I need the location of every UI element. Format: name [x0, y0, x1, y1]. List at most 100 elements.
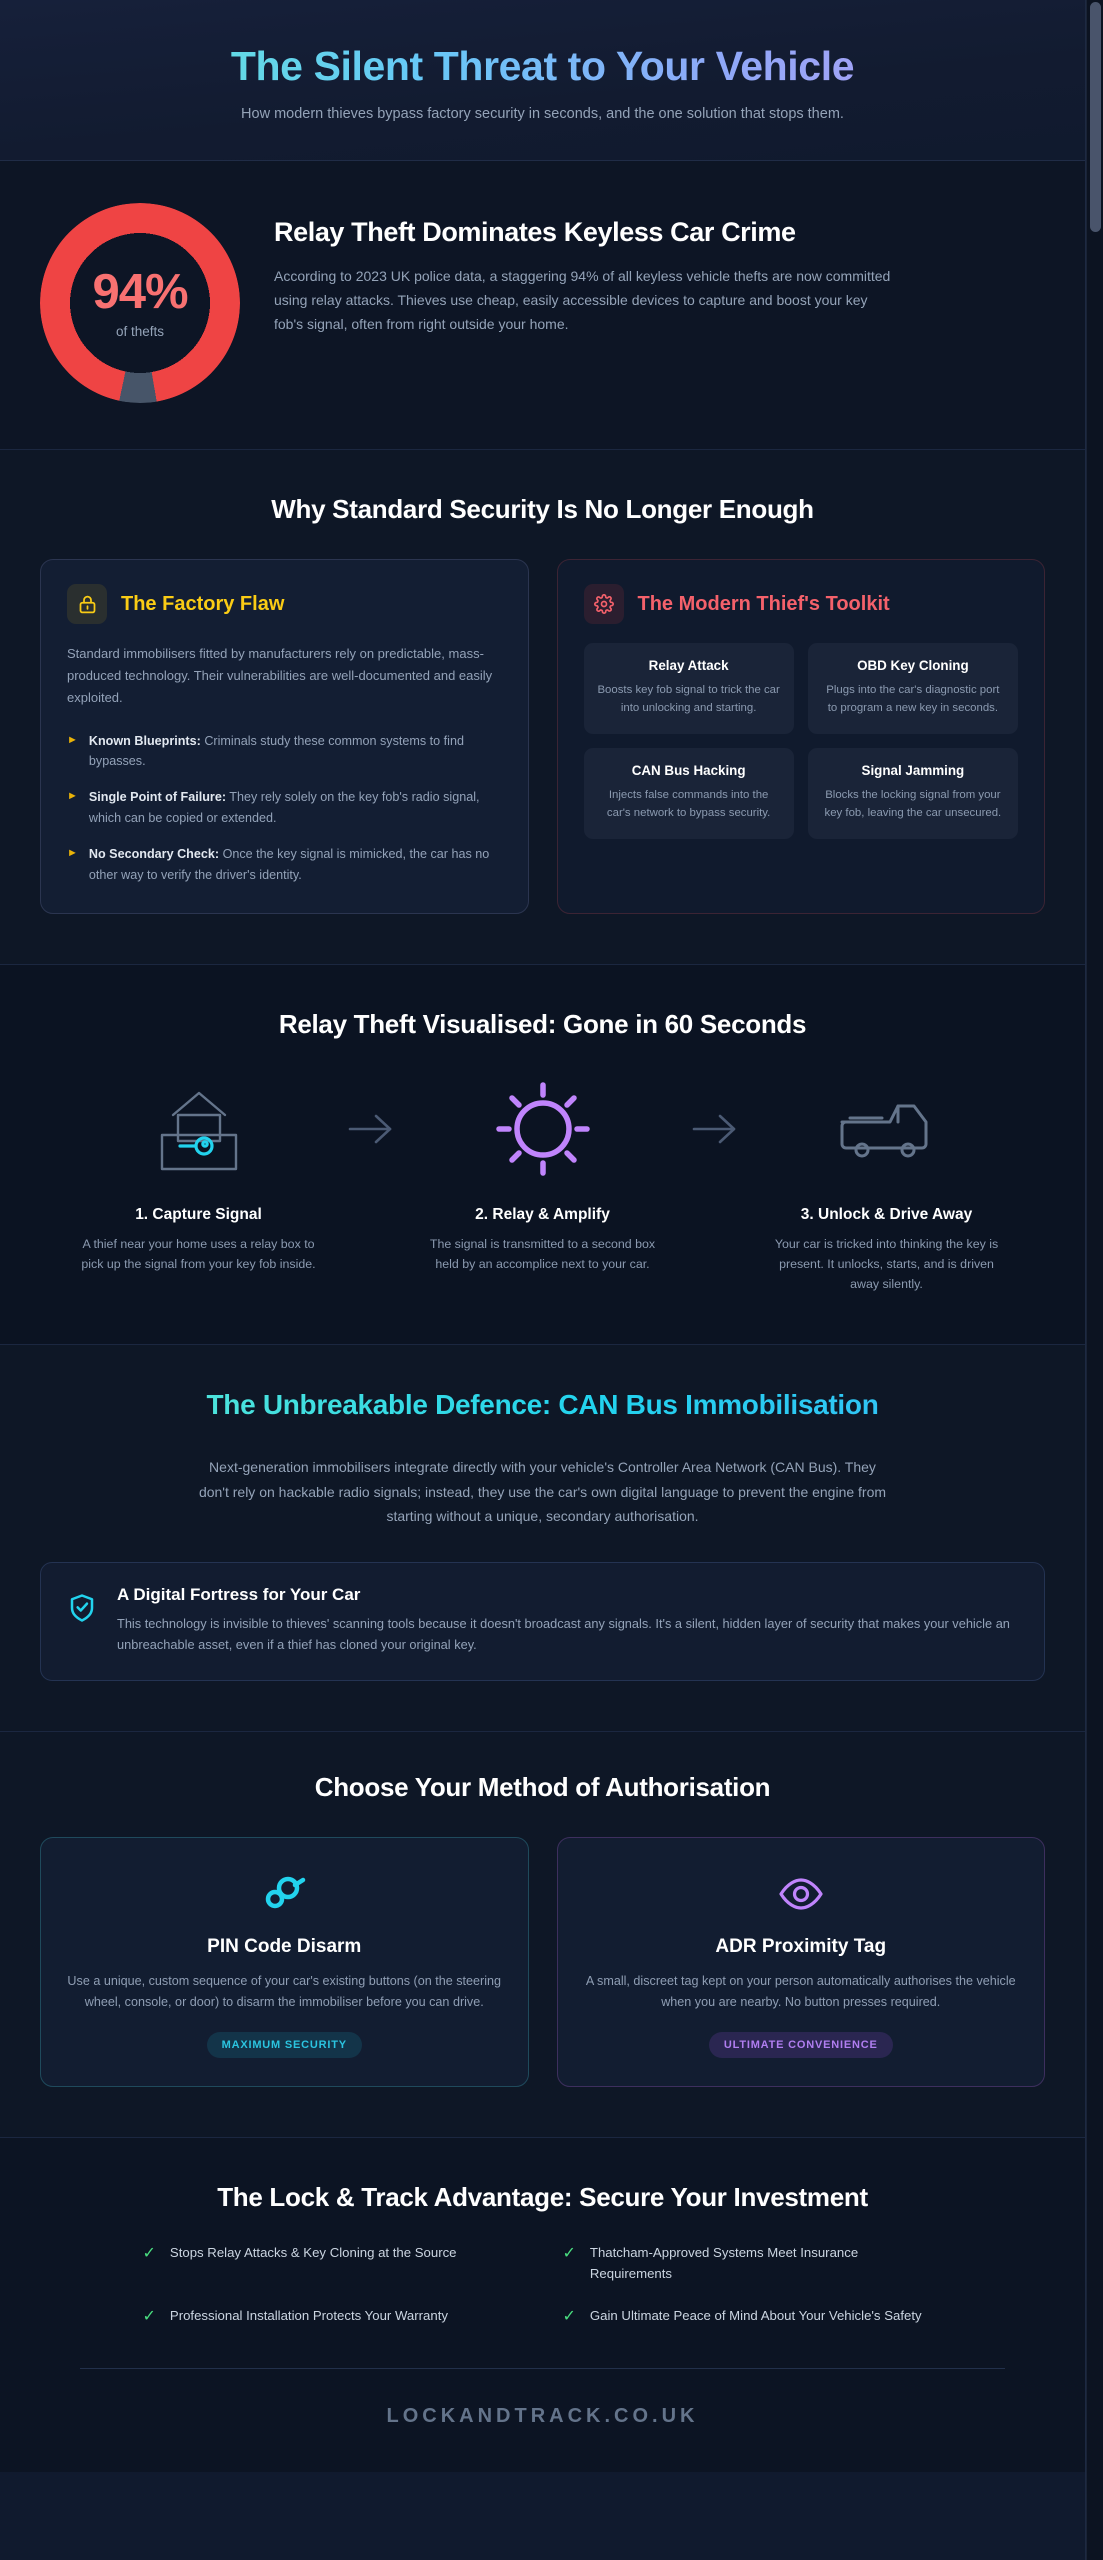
method-card-pin[interactable]: PIN Code Disarm Use a unique, custom seq…: [40, 1836, 529, 2088]
digital-fortress-copy: A Digital Fortress for Your Car This tec…: [117, 1585, 1018, 1656]
method-desc: Use a unique, custom sequence of your ca…: [67, 1973, 502, 2009]
arrow-marker-icon: ►: [67, 790, 78, 803]
toolkit-grid: Relay Attack Boosts key fob signal to tr…: [583, 643, 1018, 840]
toolkit-item: Relay Attack Boosts key fob signal to tr…: [583, 643, 794, 735]
eye-icon: [584, 1868, 1019, 1920]
stat-caption: of thefts: [115, 323, 164, 339]
process-arrow-icon: [329, 1074, 413, 1184]
toolkit-item-name: Signal Jamming: [861, 763, 965, 779]
process-step-1: 1. Capture Signal A thief near your home…: [69, 1074, 329, 1275]
methods-row: PIN Code Disarm Use a unique, custom seq…: [40, 1836, 1045, 2088]
stat-body: According to 2023 UK police data, a stag…: [274, 267, 891, 332]
scrollbar-thumb[interactable]: [1090, 2, 1101, 232]
toolkit-item: Signal Jamming Blocks the locking signal…: [807, 748, 1018, 840]
arrow-marker-icon: ►: [67, 733, 78, 746]
why-section: Why Standard Security Is No Longer Enoug…: [0, 450, 1085, 965]
check-icon: ✓: [562, 2245, 576, 2263]
car-icon: [757, 1074, 1017, 1184]
check-icon: ✓: [142, 2308, 156, 2326]
list-item: ► Known Blueprints: Criminals study thes…: [67, 731, 502, 772]
defence-title: The Unbreakable Defence: CAN Bus Immobil…: [40, 1389, 1045, 1421]
defence-lead: Next-generation immobilisers integrate d…: [198, 1459, 887, 1524]
process-step-desc: The signal is transmitted to a second bo…: [429, 1236, 656, 1271]
factory-flaw-header: The Factory Flaw: [67, 584, 502, 625]
scrollbar[interactable]: [1086, 0, 1103, 2560]
factory-flaw-title: The Factory Flaw: [121, 592, 285, 615]
page-title: The Silent Threat to Your Vehicle: [40, 42, 1045, 90]
toolkit-item-name: CAN Bus Hacking: [631, 763, 746, 779]
list-item: ✓ Gain Ultimate Peace of Mind About Your…: [563, 2306, 943, 2328]
methods-title: Choose Your Method of Authorisation: [314, 1771, 771, 1802]
methods-section: Choose Your Method of Authorisation PIN …: [0, 1731, 1085, 2139]
advantage-list: ✓ Stops Relay Attacks & Key Cloning at t…: [93, 2243, 993, 2328]
broadcast-icon: [413, 1074, 673, 1184]
factory-flaw-bullets: ► Known Blueprints: Criminals study thes…: [67, 731, 502, 885]
toolkit-item-desc: Injects false commands into the car's ne…: [606, 789, 771, 820]
process-arrow-icon: [673, 1074, 757, 1184]
bullet-text: Known Blueprints: Criminals study these …: [88, 733, 464, 768]
toolkit-item-desc: Boosts key fob signal to trick the car i…: [597, 684, 780, 715]
defence-section: The Unbreakable Defence: CAN Bus Immobil…: [0, 1345, 1085, 1732]
gear-icon: [583, 584, 624, 625]
factory-flaw-body: Standard immobilisers fitted by manufact…: [67, 646, 493, 705]
thief-toolkit-card: The Modern Thief's Toolkit Relay Attack …: [556, 559, 1045, 914]
toolkit-item-desc: Plugs into the car's diagnostic port to …: [826, 684, 1000, 715]
advantage-text: Professional Installation Protects Your …: [169, 2308, 448, 2324]
check-icon: ✓: [562, 2308, 576, 2326]
process-step-title: 2. Relay & Amplify: [475, 1205, 610, 1223]
status-badge: MAXIMUM SECURITY: [206, 2032, 362, 2059]
donut-center-label: 94% of thefts: [92, 264, 188, 339]
status-badge: ULTIMATE CONVENIENCE: [708, 2032, 893, 2059]
toolkit-item-desc: Blocks the locking signal from your key …: [824, 789, 1002, 820]
process-step-desc: A thief near your home uses a relay box …: [81, 1236, 316, 1271]
stat-copy: Relay Theft Dominates Keyless Car Crime …: [274, 203, 1045, 336]
advantage-section: The Lock & Track Advantage: Secure Your …: [0, 2138, 1085, 2472]
advantage-text: Gain Ultimate Peace of Mind About Your V…: [589, 2308, 922, 2324]
process-step-title: 1. Capture Signal: [135, 1205, 262, 1223]
key-stat-section: 94% of thefts Relay Theft Dominates Keyl…: [0, 161, 1085, 451]
toolkit-item-name: Relay Attack: [648, 658, 729, 674]
advantage-text: Stops Relay Attacks & Key Cloning at the…: [169, 2245, 457, 2261]
process-steps: 1. Capture Signal A thief near your home…: [40, 1074, 1045, 1295]
advantage-title: The Lock & Track Advantage: Secure Your …: [217, 2182, 868, 2213]
list-item: ✓ Professional Installation Protects You…: [143, 2306, 523, 2328]
list-item: ✓ Thatcham-Approved Systems Meet Insuran…: [563, 2243, 943, 2284]
advantage-text: Thatcham-Approved Systems Meet Insurance…: [589, 2245, 859, 2281]
why-title: Why Standard Security Is No Longer Enoug…: [271, 494, 814, 525]
donut-ring: [40, 203, 240, 404]
process-step-desc: Your car is tricked into thinking the ke…: [774, 1236, 999, 1291]
process-title: Relay Theft Visualised: Gone in 60 Secon…: [278, 1008, 807, 1039]
method-desc: A small, discreet tag kept on your perso…: [585, 1973, 1016, 2009]
stat-value: 94%: [92, 264, 188, 319]
list-item: ✓ Stops Relay Attacks & Key Cloning at t…: [143, 2243, 523, 2284]
shield-check-icon: [67, 1585, 97, 1628]
digital-fortress-panel: A Digital Fortress for Your Car This tec…: [40, 1561, 1045, 1681]
keypad-icon: [67, 1868, 502, 1920]
toolkit-item: CAN Bus Hacking Injects false commands i…: [583, 748, 794, 840]
process-step-3: 3. Unlock & Drive Away Your car is trick…: [757, 1074, 1017, 1295]
thief-toolkit-title: The Modern Thief's Toolkit: [637, 592, 890, 615]
process-section: Relay Theft Visualised: Gone in 60 Secon…: [0, 964, 1085, 1346]
method-name: ADR Proximity Tag: [715, 1935, 887, 1957]
method-name: PIN Code Disarm: [207, 1935, 362, 1957]
stat-heading: Relay Theft Dominates Keyless Car Crime: [274, 217, 796, 248]
page-subtitle: How modern thieves bypass factory securi…: [241, 106, 844, 123]
brand-name: LOCKANDTRACK.CO.UK: [386, 2404, 699, 2427]
digital-fortress-title: A Digital Fortress for Your Car: [117, 1584, 361, 1604]
list-item: ► Single Point of Failure: They rely sol…: [67, 787, 502, 828]
bullet-text: No Secondary Check: Once the key signal …: [88, 847, 490, 882]
digital-fortress-body: This technology is invisible to thieves'…: [117, 1615, 1010, 1653]
why-card-row: The Factory Flaw Standard immobilisers f…: [40, 559, 1045, 914]
donut-chart: 94% of thefts: [40, 203, 240, 404]
factory-flaw-card: The Factory Flaw Standard immobilisers f…: [40, 559, 529, 914]
method-card-adr[interactable]: ADR Proximity Tag A small, discreet tag …: [556, 1836, 1045, 2088]
footer-divider: [80, 2367, 1005, 2369]
arrow-marker-icon: ►: [67, 847, 78, 860]
hero-section: The Silent Threat to Your Vehicle How mo…: [0, 0, 1085, 162]
bullet-text: Single Point of Failure: They rely solel…: [88, 790, 480, 825]
toolkit-item-name: OBD Key Cloning: [857, 658, 969, 674]
process-step-2: 2. Relay & Amplify The signal is transmi…: [413, 1074, 673, 1275]
thief-toolkit-header: The Modern Thief's Toolkit: [583, 584, 1019, 625]
list-item: ► No Secondary Check: Once the key signa…: [67, 844, 502, 885]
